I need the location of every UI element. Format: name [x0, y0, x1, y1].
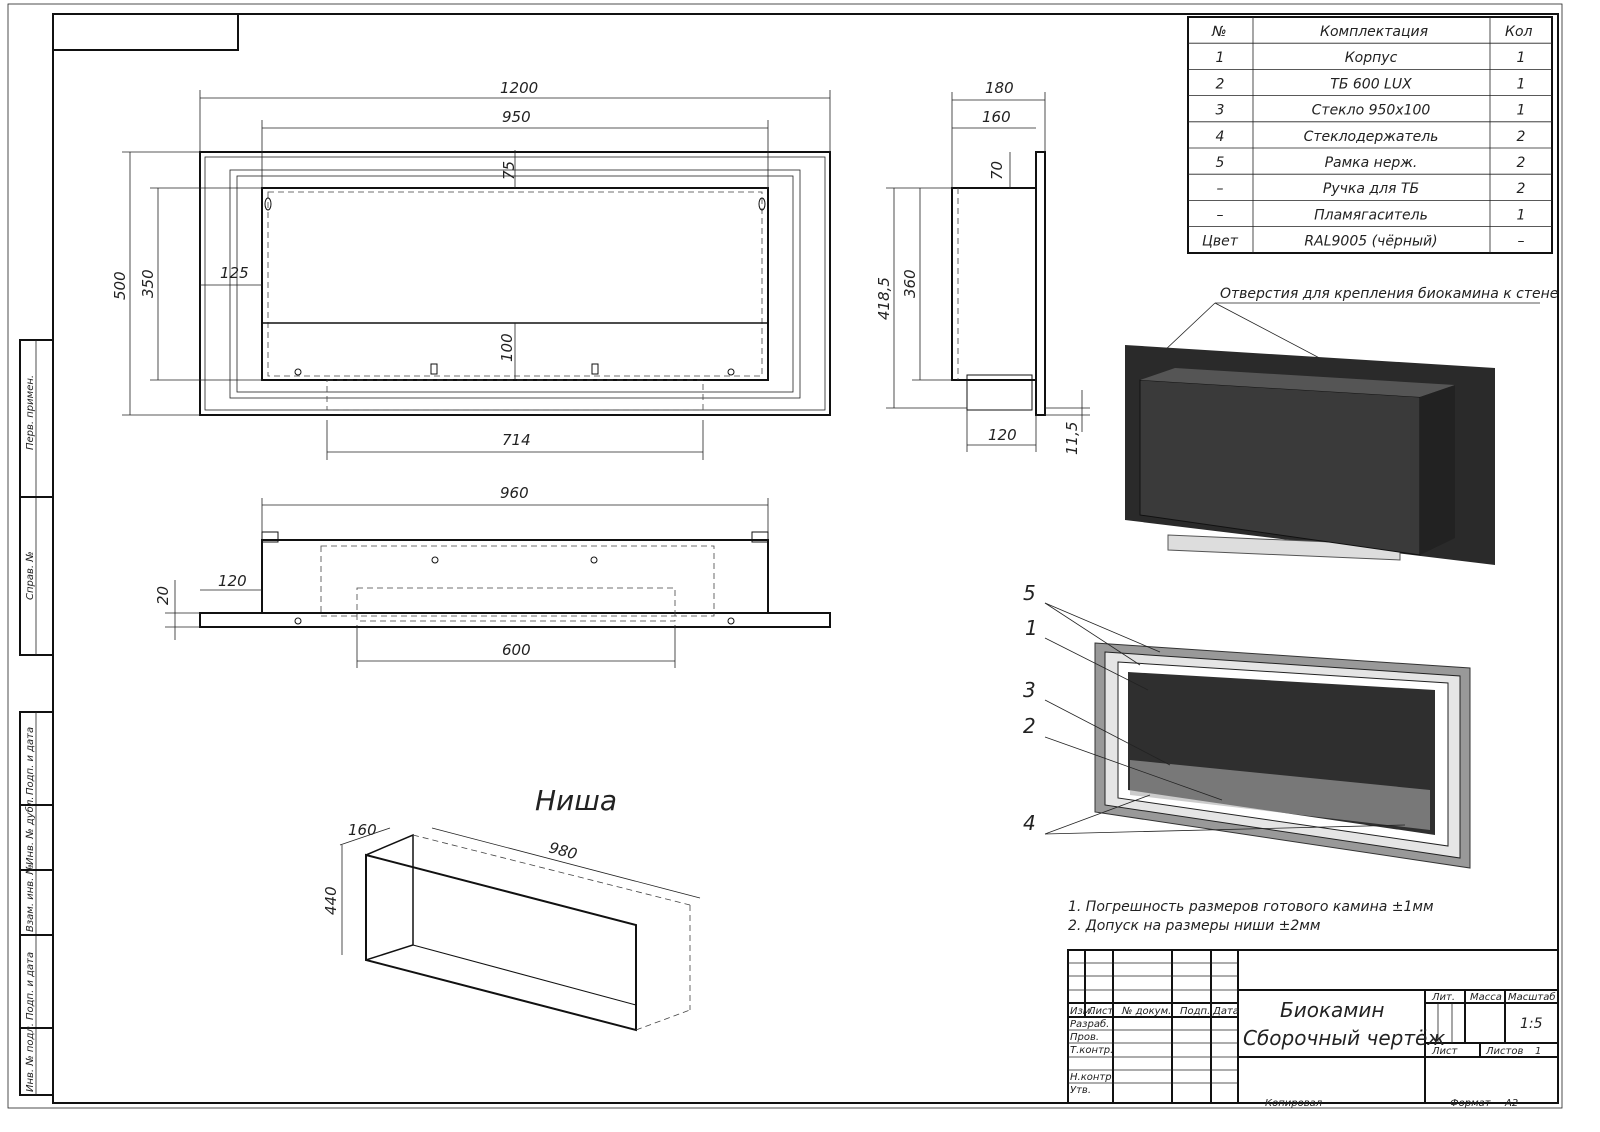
dim-70: 70 — [988, 161, 1006, 180]
spec-header-name: Комплектация — [1320, 24, 1428, 40]
spec-cell-name: Корпус — [1345, 50, 1398, 66]
tb-title-1: Биокамин — [1280, 998, 1384, 1022]
left-stamp-column: Перв. примен. Справ. № Подп. и дата Инв.… — [19, 339, 54, 1096]
spec-cell-qty: 1 — [1517, 76, 1526, 92]
sheet-frame — [52, 13, 1559, 1104]
spec-header-qty: Кол — [1505, 24, 1533, 40]
tb-copied: Копировал — [1265, 1098, 1323, 1109]
dim-350: 350 — [139, 269, 157, 298]
tb-col-podp: Подп. — [1180, 1006, 1210, 1017]
stamp-sprav: Справ. № — [25, 551, 36, 600]
stamp-podp-data-1: Подп. и дата — [25, 727, 36, 795]
dim-960: 960 — [500, 484, 529, 502]
dim-niche-440: 440 — [322, 886, 340, 915]
spec-cell-qty: 1 — [1517, 207, 1526, 223]
part-label-1: 1 — [1025, 616, 1038, 640]
dim-120-bottom: 120 — [218, 572, 247, 590]
dim-360: 360 — [901, 269, 919, 298]
dim-100: 100 — [498, 333, 516, 362]
spec-cell-num: 4 — [1216, 129, 1225, 145]
tb-role-prov: Пров. — [1070, 1032, 1099, 1043]
side-view: 180 160 70 418,5 360 120 11,5 — [875, 79, 1090, 455]
spec-cell-name: Ручка для ТБ — [1323, 181, 1419, 197]
tb-mass: Масса — [1470, 992, 1502, 1003]
spec-cell-num: 2 — [1216, 76, 1225, 92]
stamp-podp-data-2: Подп. и дата — [25, 952, 36, 1020]
spec-cell-qty: – — [1518, 234, 1525, 250]
niche-view: Ниша 160 980 440 — [322, 784, 701, 1032]
part-label-5: 5 — [1023, 581, 1036, 605]
tb-title-2: Сборочный чертёж — [1243, 1026, 1445, 1050]
dim-75: 75 — [500, 161, 518, 180]
part-label-2: 2 — [1023, 714, 1036, 738]
spec-table: № Комплектация Кол 1 Корпус 1 2 ТБ 600 LUX 1 3… — [1187, 16, 1553, 254]
tb-role-razrab: Разраб. — [1070, 1018, 1109, 1030]
stamp-vzam-inv: Взам. инв. № — [25, 864, 36, 932]
stamp-perv-primen: Перв. примен. — [25, 375, 36, 450]
tb-role-nkontr: Н.контр. — [1070, 1072, 1115, 1083]
spec-header-num: № — [1211, 24, 1227, 40]
note-1: 1. Погрешность размеров готового камина … — [1068, 899, 1434, 915]
spec-cell-num: 5 — [1216, 155, 1225, 171]
dim-180: 180 — [985, 79, 1014, 97]
spec-cell-name: Стеклодержатель — [1304, 129, 1439, 145]
spec-cell-qty: 2 — [1517, 181, 1526, 197]
front-3d-view: 5 1 3 2 4 — [1023, 581, 1471, 869]
note-2: 2. Допуск на размеры ниши ±2мм — [1068, 918, 1321, 934]
spec-cell-num: 1 — [1216, 50, 1225, 66]
tb-col-izm: Изм. — [1070, 1006, 1094, 1017]
tb-sheets-value: 1 — [1535, 1046, 1541, 1057]
rear-3d-view: Отверстия для крепления биокамина к стен… — [1125, 286, 1558, 565]
spec-cell-qty: 2 — [1517, 129, 1526, 145]
dim-125: 125 — [220, 264, 249, 282]
tb-col-list: Лист — [1087, 1006, 1115, 1017]
tb-format-label: Формат — [1450, 1098, 1492, 1109]
stamp-inv-dubl: Инв. № дубл. — [24, 797, 36, 865]
title-block: Изм. Лист № докум. Подп. Дата Разраб. Пр… — [1067, 949, 1559, 1109]
dim-714: 714 — [502, 431, 531, 449]
top-left-box — [52, 13, 239, 51]
spec-cell-name: ТБ 600 LUX — [1330, 76, 1412, 92]
dim-1200: 1200 — [500, 79, 538, 97]
dim-160: 160 — [982, 108, 1011, 126]
niche-title: Ниша — [535, 784, 617, 817]
part-label-4: 4 — [1023, 811, 1036, 835]
spec-cell-num: Цвет — [1202, 234, 1239, 250]
dim-500: 500 — [111, 271, 129, 300]
spec-cell-qty: 1 — [1517, 50, 1526, 66]
spec-cell-qty: 1 — [1517, 103, 1526, 119]
dim-120-side: 120 — [988, 426, 1017, 444]
spec-cell-name: Пламягаситель — [1314, 207, 1428, 223]
spec-cell-num: 3 — [1216, 103, 1225, 119]
spec-cell-num: – — [1217, 207, 1224, 223]
tb-format: А2 — [1504, 1098, 1518, 1109]
front-view: 1200 950 75 500 350 125 100 714 — [111, 79, 831, 460]
dim-418-5: 418,5 — [875, 277, 893, 320]
stamp-inv-podl: Инв. № подл. — [25, 1023, 36, 1092]
tb-scale-label: Масштаб — [1508, 991, 1556, 1003]
callout-mounting-holes: Отверстия для крепления биокамина к стен… — [1220, 286, 1558, 302]
tb-role-utv: Утв. — [1070, 1085, 1091, 1096]
tb-col-data: Дата — [1212, 1006, 1239, 1017]
tb-col-doc: № докум. — [1121, 1006, 1171, 1017]
spec-cell-qty: 2 — [1517, 155, 1526, 171]
bottom-view: 960 120 20 600 — [154, 484, 831, 668]
dim-20: 20 — [154, 586, 172, 605]
sheet-outer-border — [7, 3, 1563, 1109]
tb-role-tkontr: Т.контр. — [1070, 1045, 1113, 1056]
spec-cell-name: Рамка нерж. — [1325, 155, 1418, 171]
part-label-3: 3 — [1023, 678, 1036, 702]
spec-cell-name: RAL9005 (чёрный) — [1304, 234, 1437, 250]
tb-lit: Лит. — [1431, 992, 1455, 1003]
dim-600: 600 — [502, 641, 531, 659]
spec-cell-name: Стекло 950x100 — [1312, 103, 1431, 119]
tb-scale: 1:5 — [1520, 1016, 1543, 1032]
spec-cell-num: – — [1217, 181, 1224, 197]
dim-11-5: 11,5 — [1063, 422, 1081, 455]
dim-niche-160: 160 — [348, 821, 377, 839]
tb-sheets: Листов — [1485, 1046, 1523, 1057]
tb-sheet: Лист — [1431, 1046, 1459, 1057]
dim-950: 950 — [502, 108, 531, 126]
